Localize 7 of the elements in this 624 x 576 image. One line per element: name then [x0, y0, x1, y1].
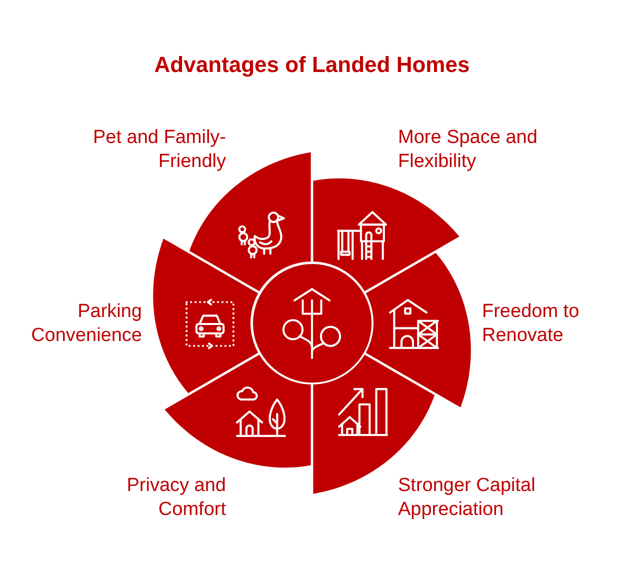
advantage-label: More Space and Flexibility	[398, 126, 538, 174]
advantage-label: Privacy and Comfort	[126, 474, 226, 522]
advantage-label: Freedom to Renovate	[482, 300, 580, 348]
title: Advantages of Landed Homes	[154, 51, 470, 79]
advantage-label: Pet and Family-Friendly	[92, 126, 226, 174]
advantage-label: Stronger Capital Appreciation	[398, 474, 536, 522]
advantage-label: Parking Convenience	[30, 300, 142, 348]
